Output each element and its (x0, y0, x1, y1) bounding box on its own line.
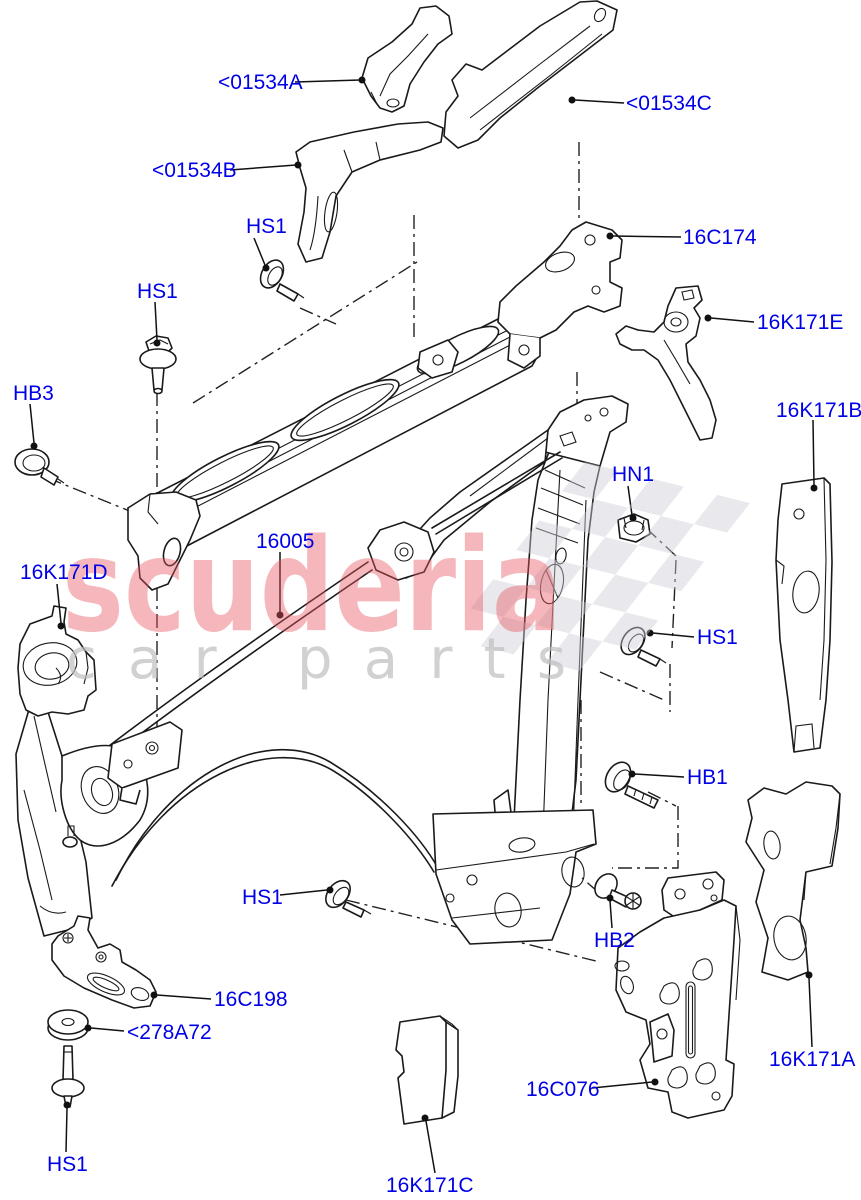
part-hs1-screw-right (620, 626, 667, 667)
callout-16K171E[interactable]: 16K171E (757, 311, 844, 334)
callout-hs1-bottom-center[interactable]: HS1 (242, 886, 283, 909)
callout-278A72[interactable]: <278A72 (127, 1021, 212, 1044)
callout-16C076[interactable]: 16C076 (526, 1078, 600, 1101)
watermark-tagline: car parts (66, 627, 566, 692)
callout-HB1[interactable]: HB1 (687, 766, 728, 789)
callout-16C198[interactable]: 16C198 (214, 988, 288, 1011)
part-hs1-screw-bottom-center (325, 879, 372, 918)
callout-16K171D[interactable]: 16K171D (20, 561, 108, 584)
callout-hs1-left[interactable]: HS1 (137, 280, 178, 303)
checkered-flag-icon (470, 462, 750, 671)
part-16k171a-panel (745, 781, 841, 981)
callout-HB3[interactable]: HB3 (13, 382, 54, 405)
part-01534b-insulator (295, 121, 444, 263)
callout-01534B[interactable]: <01534B (152, 159, 237, 182)
part-16c076-bracket (614, 871, 741, 1119)
part-278a72-washer (47, 1009, 89, 1041)
part-hb3-screw (14, 448, 65, 486)
callout-hs1-right[interactable]: HS1 (697, 626, 738, 649)
leader-lines (29, 76, 818, 1174)
part-01534c-insulator (443, 0, 618, 149)
part-16k171e-bracket (615, 285, 717, 441)
part-01534a-insulator (361, 5, 453, 113)
construction-lines (47, 142, 679, 963)
callout-16005[interactable]: 16005 (256, 530, 315, 553)
part-16k171b-panel (775, 477, 833, 753)
part-hb2-bolt (594, 873, 642, 910)
part-hs1-screw-left (139, 335, 177, 395)
part-16c198-bracket (51, 915, 157, 1009)
callout-HB2[interactable]: HB2 (594, 929, 635, 952)
part-hs1-screw-bottom-left (51, 1045, 85, 1108)
part-hs1-screw-top (259, 259, 305, 302)
part-16k171c-pad (395, 1015, 459, 1125)
part-hn1-nut (617, 513, 651, 543)
part-hb1-bolt (604, 761, 659, 809)
callout-16K171B[interactable]: 16K171B (776, 399, 861, 422)
callout-hs1-bottom-left[interactable]: HS1 (47, 1153, 88, 1176)
callout-16K171A[interactable]: 16K171A (769, 1048, 856, 1071)
callout-16K171C[interactable]: 16K171C (386, 1174, 474, 1197)
callout-16C174[interactable]: 16C174 (683, 226, 757, 249)
part-16k171d-bracket (17, 605, 97, 717)
callout-hs1-top[interactable]: HS1 (246, 215, 287, 238)
callout-HN1[interactable]: HN1 (612, 463, 655, 486)
part-fender-base-bracket (432, 809, 597, 945)
watermark: scuderia car parts (62, 462, 750, 692)
part-16c174-rail (127, 221, 623, 591)
watermark-brand: scuderia (62, 512, 562, 661)
callout-01534A[interactable]: <01534A (218, 71, 303, 94)
callout-01534C[interactable]: <01534C (626, 92, 712, 115)
part-16005-fender (15, 451, 563, 937)
